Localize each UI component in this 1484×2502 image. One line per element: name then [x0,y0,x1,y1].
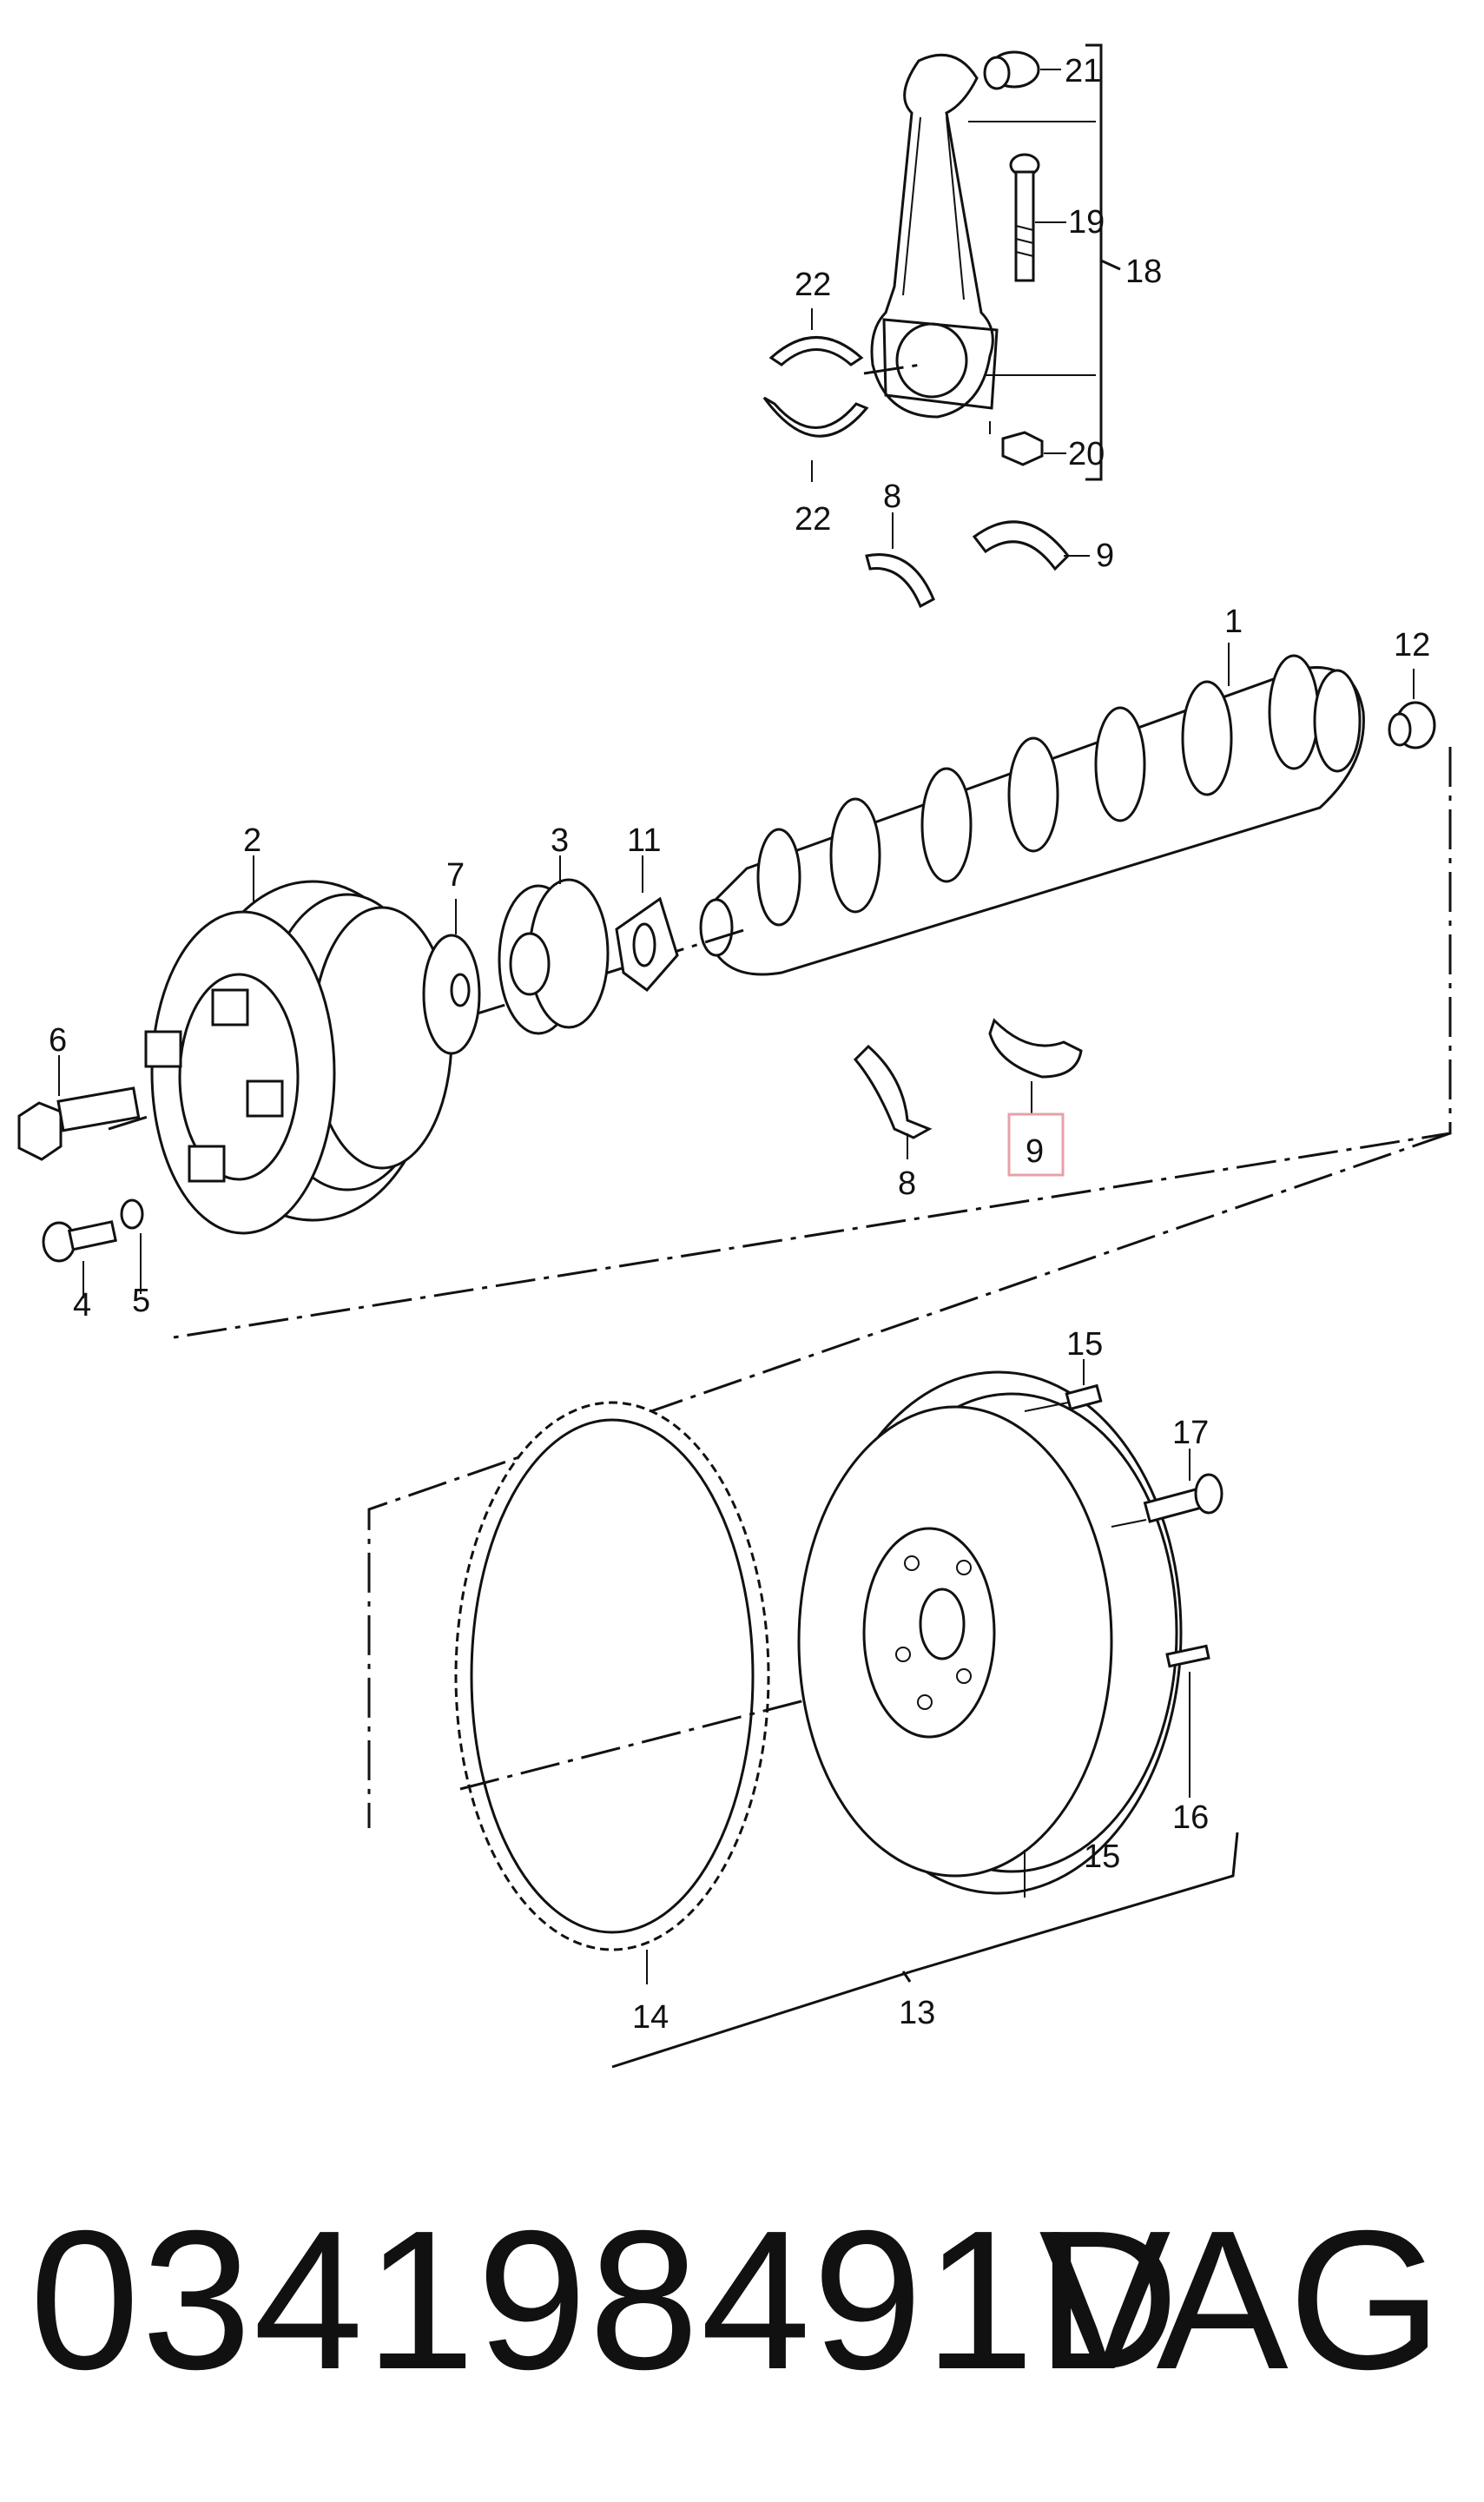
callout-9-top: 9 [1096,538,1114,574]
flywheel-bolt [1111,1449,1223,1528]
callout-9-highlighted: 9 [1026,1133,1044,1170]
dowel-pin [1024,1359,1103,1412]
pulley-bolt [42,1220,117,1298]
main-bearing-shell-top [972,520,1090,571]
callout-16: 16 [1172,1799,1209,1836]
exploded-parts-diagram: 1 2 3 4 5 6 7 8 8 9 9 11 12 13 14 15 15 … [17,43,1452,2069]
callout-labels: 1 2 3 4 5 6 7 8 8 9 9 11 12 13 14 15 15 … [49,53,1430,2036]
callout-8-bottom: 8 [898,1165,916,1202]
callout-14: 14 [632,1999,669,2036]
thrust-washer-bottom [853,1044,933,1159]
connecting-rod-assembly [762,43,1121,482]
callout-18: 18 [1125,254,1162,290]
callout-4: 4 [73,1287,91,1324]
callout-8-top: 8 [883,479,901,515]
callout-6: 6 [49,1022,67,1059]
callout-15-dowel: 15 [1066,1326,1103,1363]
vibration-damper-pulley [144,855,453,1235]
part-number: 034198491D [30,2190,1181,2411]
callout-1: 1 [1224,604,1243,640]
callout-7: 7 [446,857,465,894]
small-end-bushing [983,50,1061,90]
callout-20: 20 [1068,436,1105,472]
brand-name: VAG [1039,2190,1442,2411]
callout-3: 3 [551,822,569,859]
callout-2: 2 [243,822,261,859]
ring-gear [454,1401,770,1984]
flywheel [797,1370,1183,1898]
callout-5: 5 [132,1283,150,1319]
locating-pin [1165,1644,1210,1798]
pilot-bearing [1388,669,1436,749]
main-bearing-shell-bottom [988,1018,1083,1113]
sprocket-key [615,855,679,993]
central-bolt [17,1055,141,1161]
callout-11: 11 [627,822,661,859]
thrust-washer-top [865,512,935,609]
callout-15-flywheel: 15 [1084,1839,1120,1875]
callout-12: 12 [1394,627,1430,663]
callout-17: 17 [1172,1415,1209,1451]
callout-19: 19 [1068,204,1105,241]
rod-bolt [1009,153,1066,282]
rod-bearing-shells [762,308,921,482]
rod-nut [989,421,1066,466]
washer [120,1198,144,1294]
callout-13: 13 [899,1995,935,2031]
callout-21: 21 [1065,53,1101,89]
highlight-box [1007,1112,1065,1177]
crankshaft-sprocket [498,855,610,1035]
callout-22-bottom: 22 [795,501,831,538]
callout-22-top: 22 [795,267,831,303]
pulley-flange [422,899,481,1055]
crankshaft [699,643,1365,976]
